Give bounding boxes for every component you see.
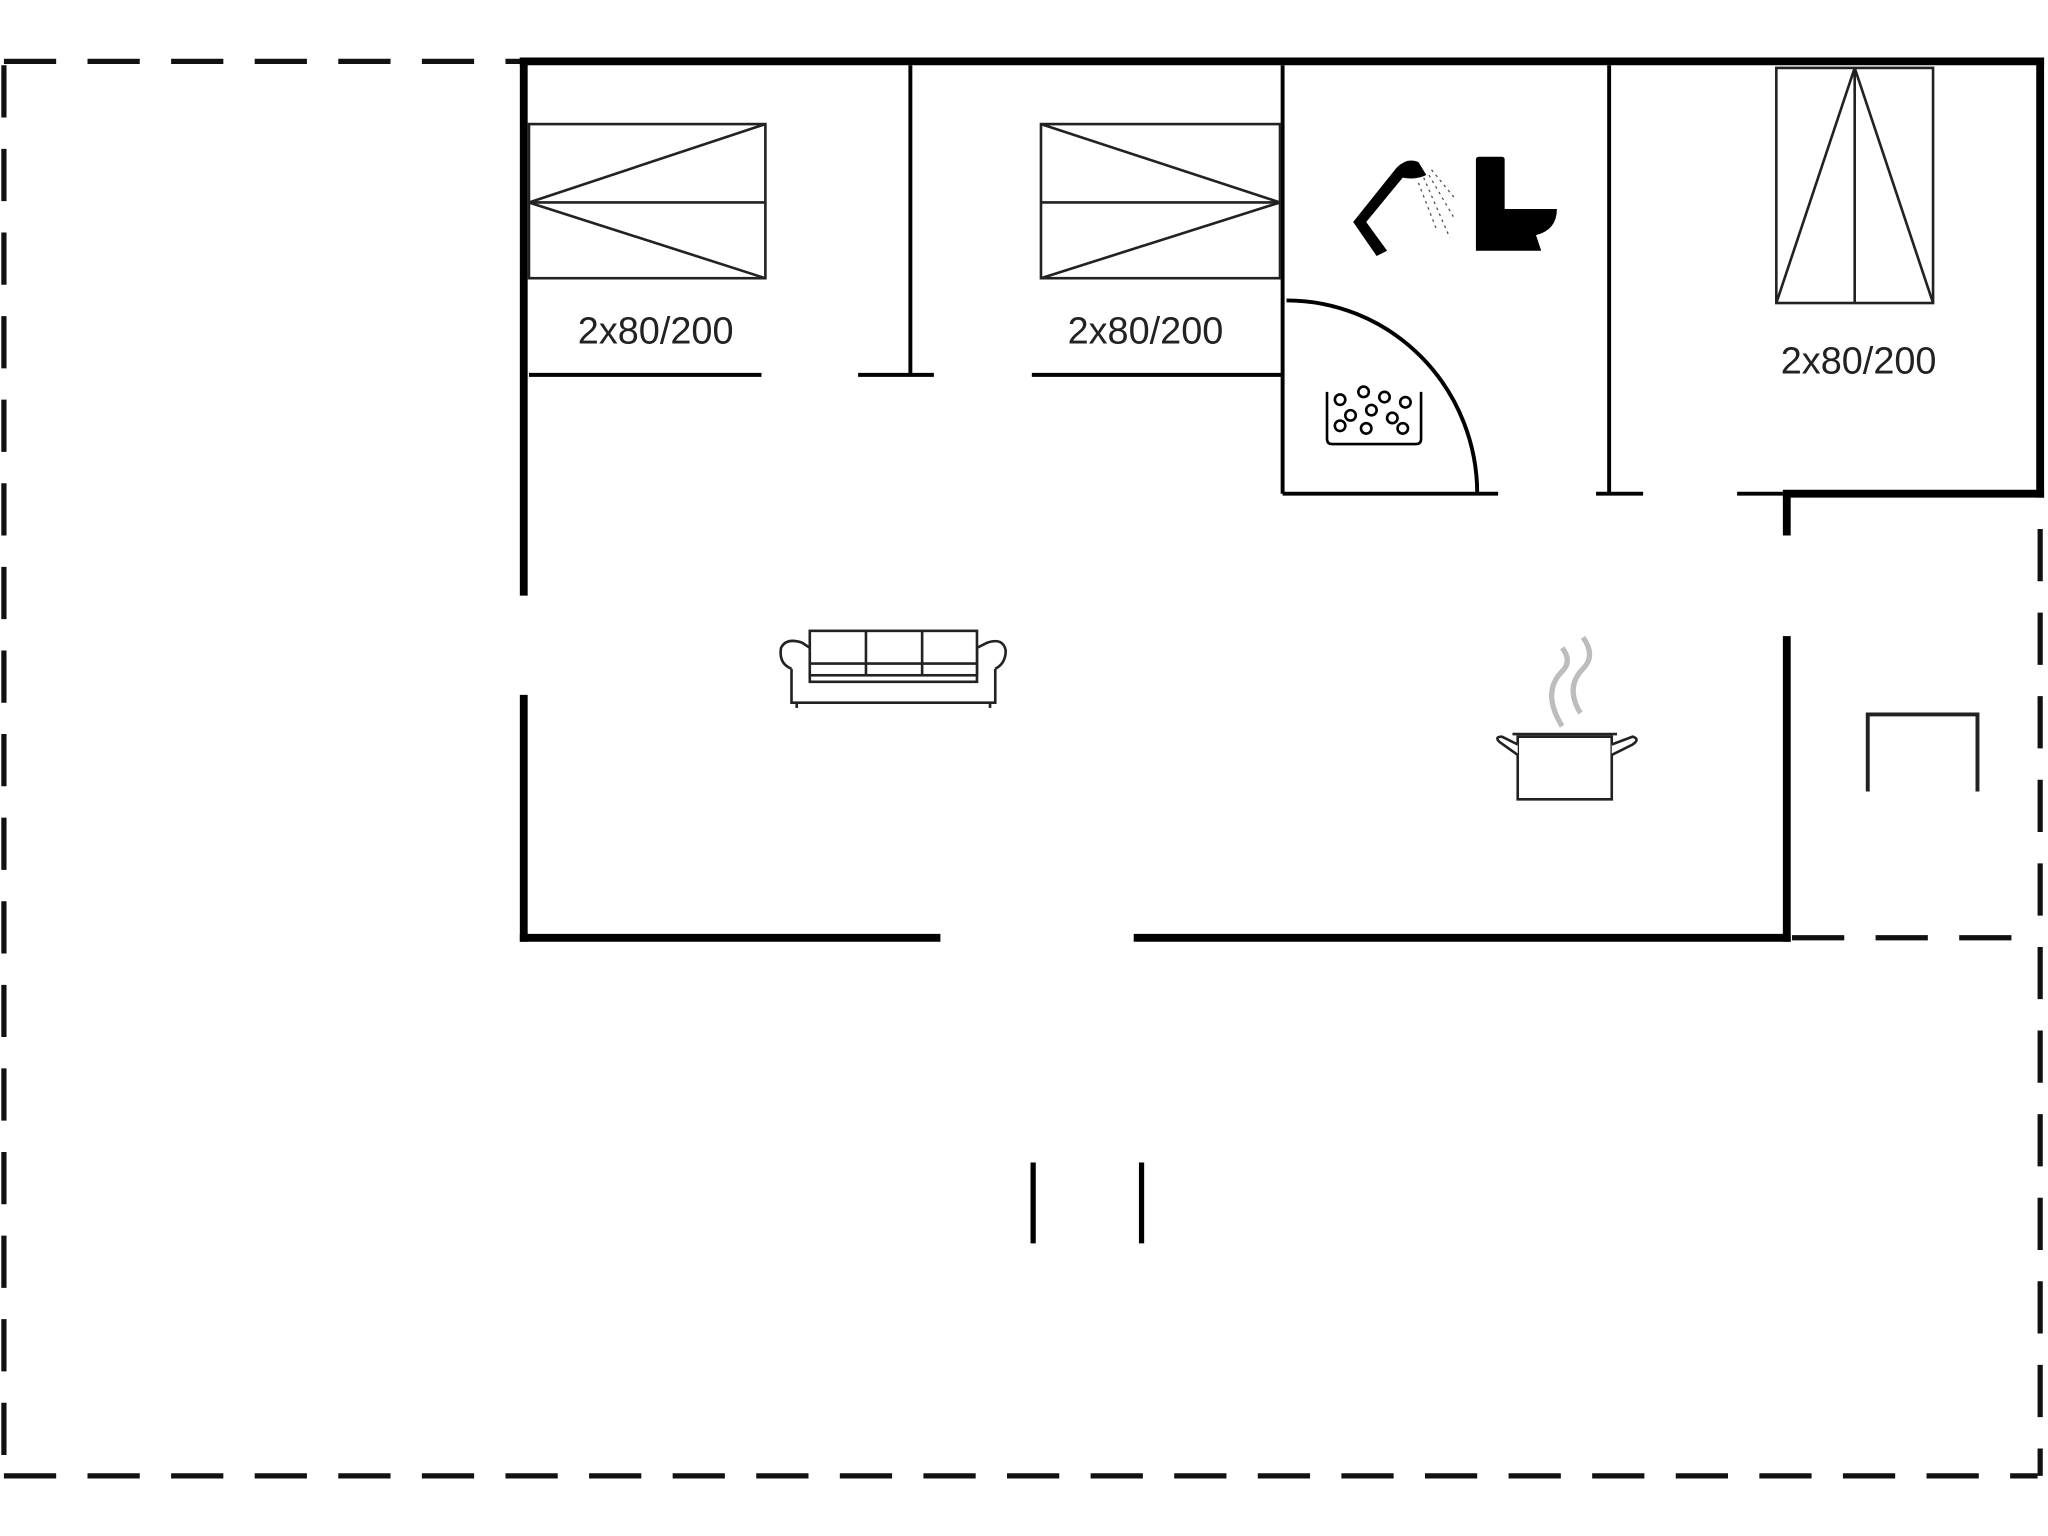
bed-3	[1775, 66, 1935, 305]
exterior-walls	[519, 57, 2045, 942]
door-swing-arc	[1286, 298, 1480, 494]
terrace-markers	[1030, 1162, 1145, 1244]
interior-walls	[528, 65, 1783, 496]
bed-1-label: 2x80/200	[578, 311, 734, 353]
toilet-icon	[1475, 156, 1557, 251]
cooking-pot-icon	[1496, 635, 1638, 801]
annex-fixture	[1865, 712, 1980, 792]
bed-1	[527, 122, 767, 280]
outer-dashed-outline	[1, 58, 2043, 1479]
bed-3-label: 2x80/200	[1781, 341, 1937, 383]
bed-2	[1039, 122, 1282, 280]
sauna-icon	[1325, 385, 1423, 446]
sofa-icon	[779, 629, 1008, 708]
bed-2-label: 2x80/200	[1068, 311, 1224, 353]
shower-icon	[1353, 160, 1456, 256]
